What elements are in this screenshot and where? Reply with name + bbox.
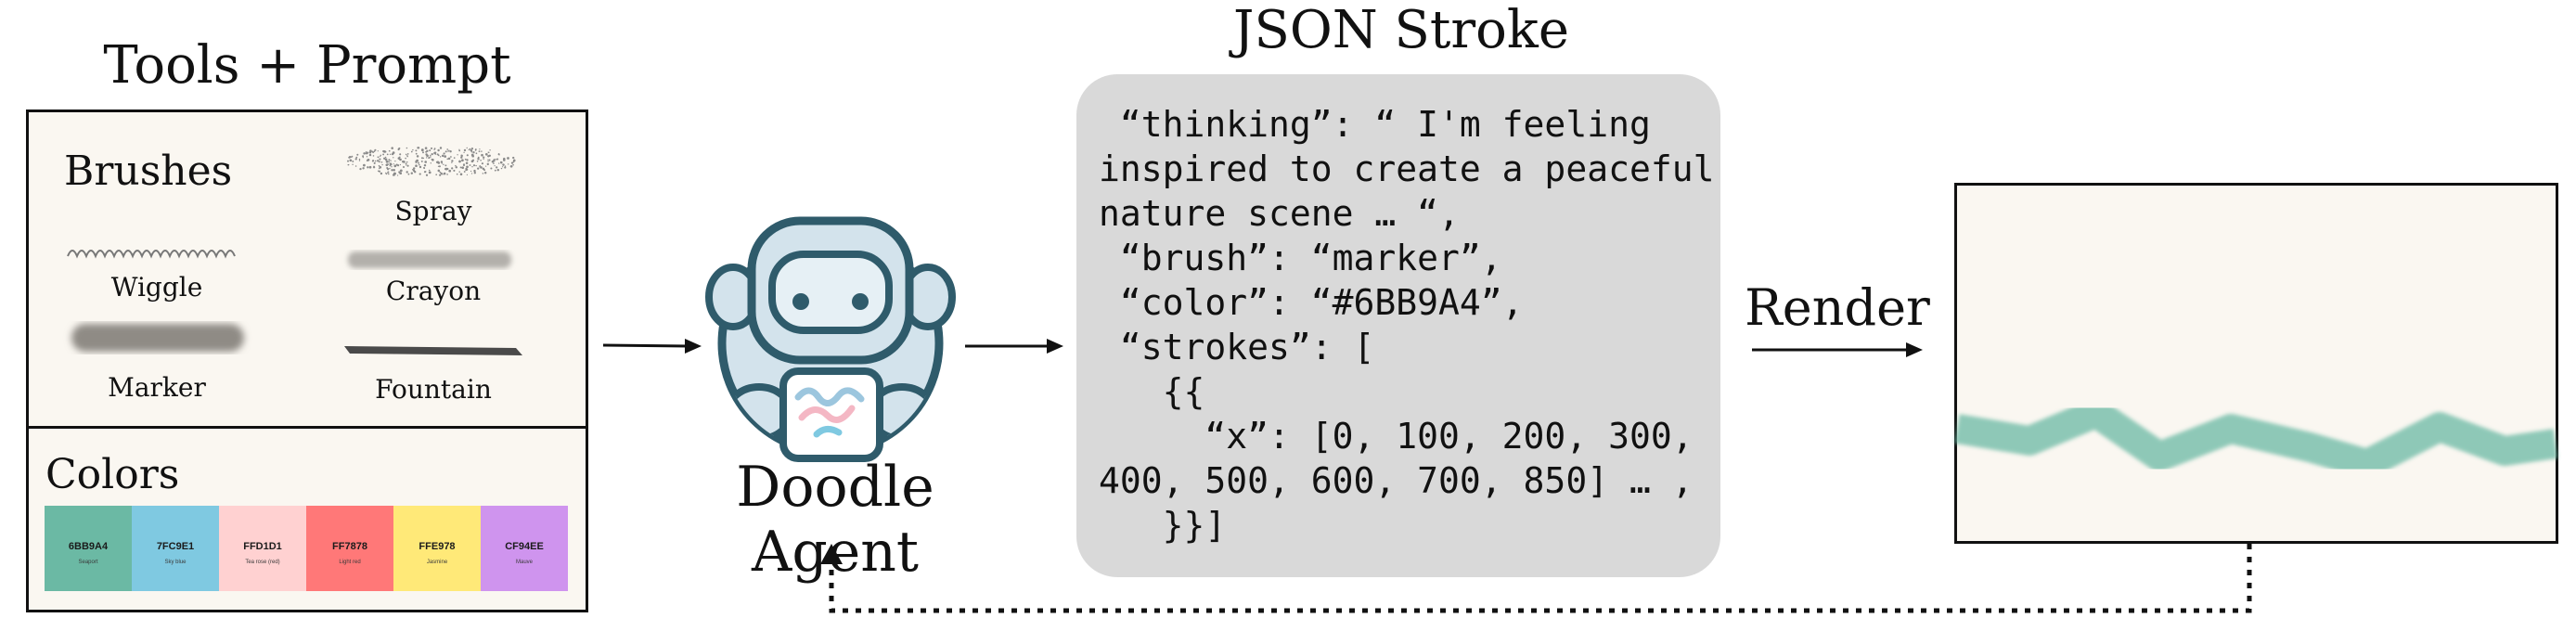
brush-label-spray: Spray bbox=[394, 196, 472, 226]
arrow-agent-to-json bbox=[965, 339, 1063, 354]
marker-brush-icon bbox=[71, 324, 244, 352]
fountain-brush-icon bbox=[344, 346, 522, 355]
brushes-section: Brushes Spray Wiggle Crayon Marker bbox=[29, 112, 586, 429]
feedback-loop-arrow bbox=[820, 544, 2252, 613]
color-swatch-hex: CF94EE bbox=[505, 541, 544, 552]
brush-label-crayon: Crayon bbox=[385, 276, 482, 306]
json-stroke-box: “thinking”: “ I'm feeling inspired to cr… bbox=[1076, 74, 1720, 577]
color-swatch-name: Seaport bbox=[78, 560, 98, 565]
brush-label-fountain: Fountain bbox=[375, 374, 492, 405]
brush-label-wiggle: Wiggle bbox=[110, 272, 203, 303]
color-swatch-name: Mauve bbox=[515, 560, 533, 565]
color-swatch-name: Sky blue bbox=[164, 560, 187, 565]
colors-heading: Colors bbox=[45, 451, 180, 498]
color-swatch-name: Tea rose (red) bbox=[245, 560, 280, 565]
color-swatch-hex: 7FC9E1 bbox=[156, 541, 195, 552]
arrow-json-to-render bbox=[1752, 342, 1923, 357]
color-swatch-name: Jasmine bbox=[426, 560, 448, 565]
brushes-heading: Brushes bbox=[64, 148, 233, 195]
json-stroke-code: “thinking”: “ I'm feeling inspired to cr… bbox=[1099, 104, 1715, 546]
wiggle-brush-icon bbox=[67, 250, 236, 259]
rendered-marker-stroke bbox=[1954, 398, 2558, 479]
color-swatch-hex: FF7878 bbox=[332, 541, 367, 552]
brush-label-marker: Marker bbox=[108, 372, 206, 403]
render-canvas bbox=[1954, 183, 2558, 544]
json-stroke-title: JSON Stroke bbox=[1233, 0, 1569, 60]
arrow-tools-to-agent bbox=[602, 339, 702, 354]
tools-prompt-title: Tools + Prompt bbox=[103, 35, 511, 96]
color-swatch-hex: FFE978 bbox=[419, 541, 456, 552]
crayon-brush-icon bbox=[348, 251, 511, 268]
color-swatch-hex: FFD1D1 bbox=[243, 541, 282, 552]
robot-agent-icon bbox=[705, 216, 956, 462]
tools-panel: Brushes Spray Wiggle Crayon Marker bbox=[26, 109, 588, 612]
color-swatch[interactable]: CF94EE Mauve bbox=[481, 506, 568, 591]
color-swatch-name: Light red bbox=[339, 560, 361, 565]
color-swatch-hex: 6BB9A4 bbox=[68, 541, 109, 552]
render-label: Render bbox=[1745, 278, 1930, 337]
spray-brush-icon bbox=[347, 147, 516, 176]
